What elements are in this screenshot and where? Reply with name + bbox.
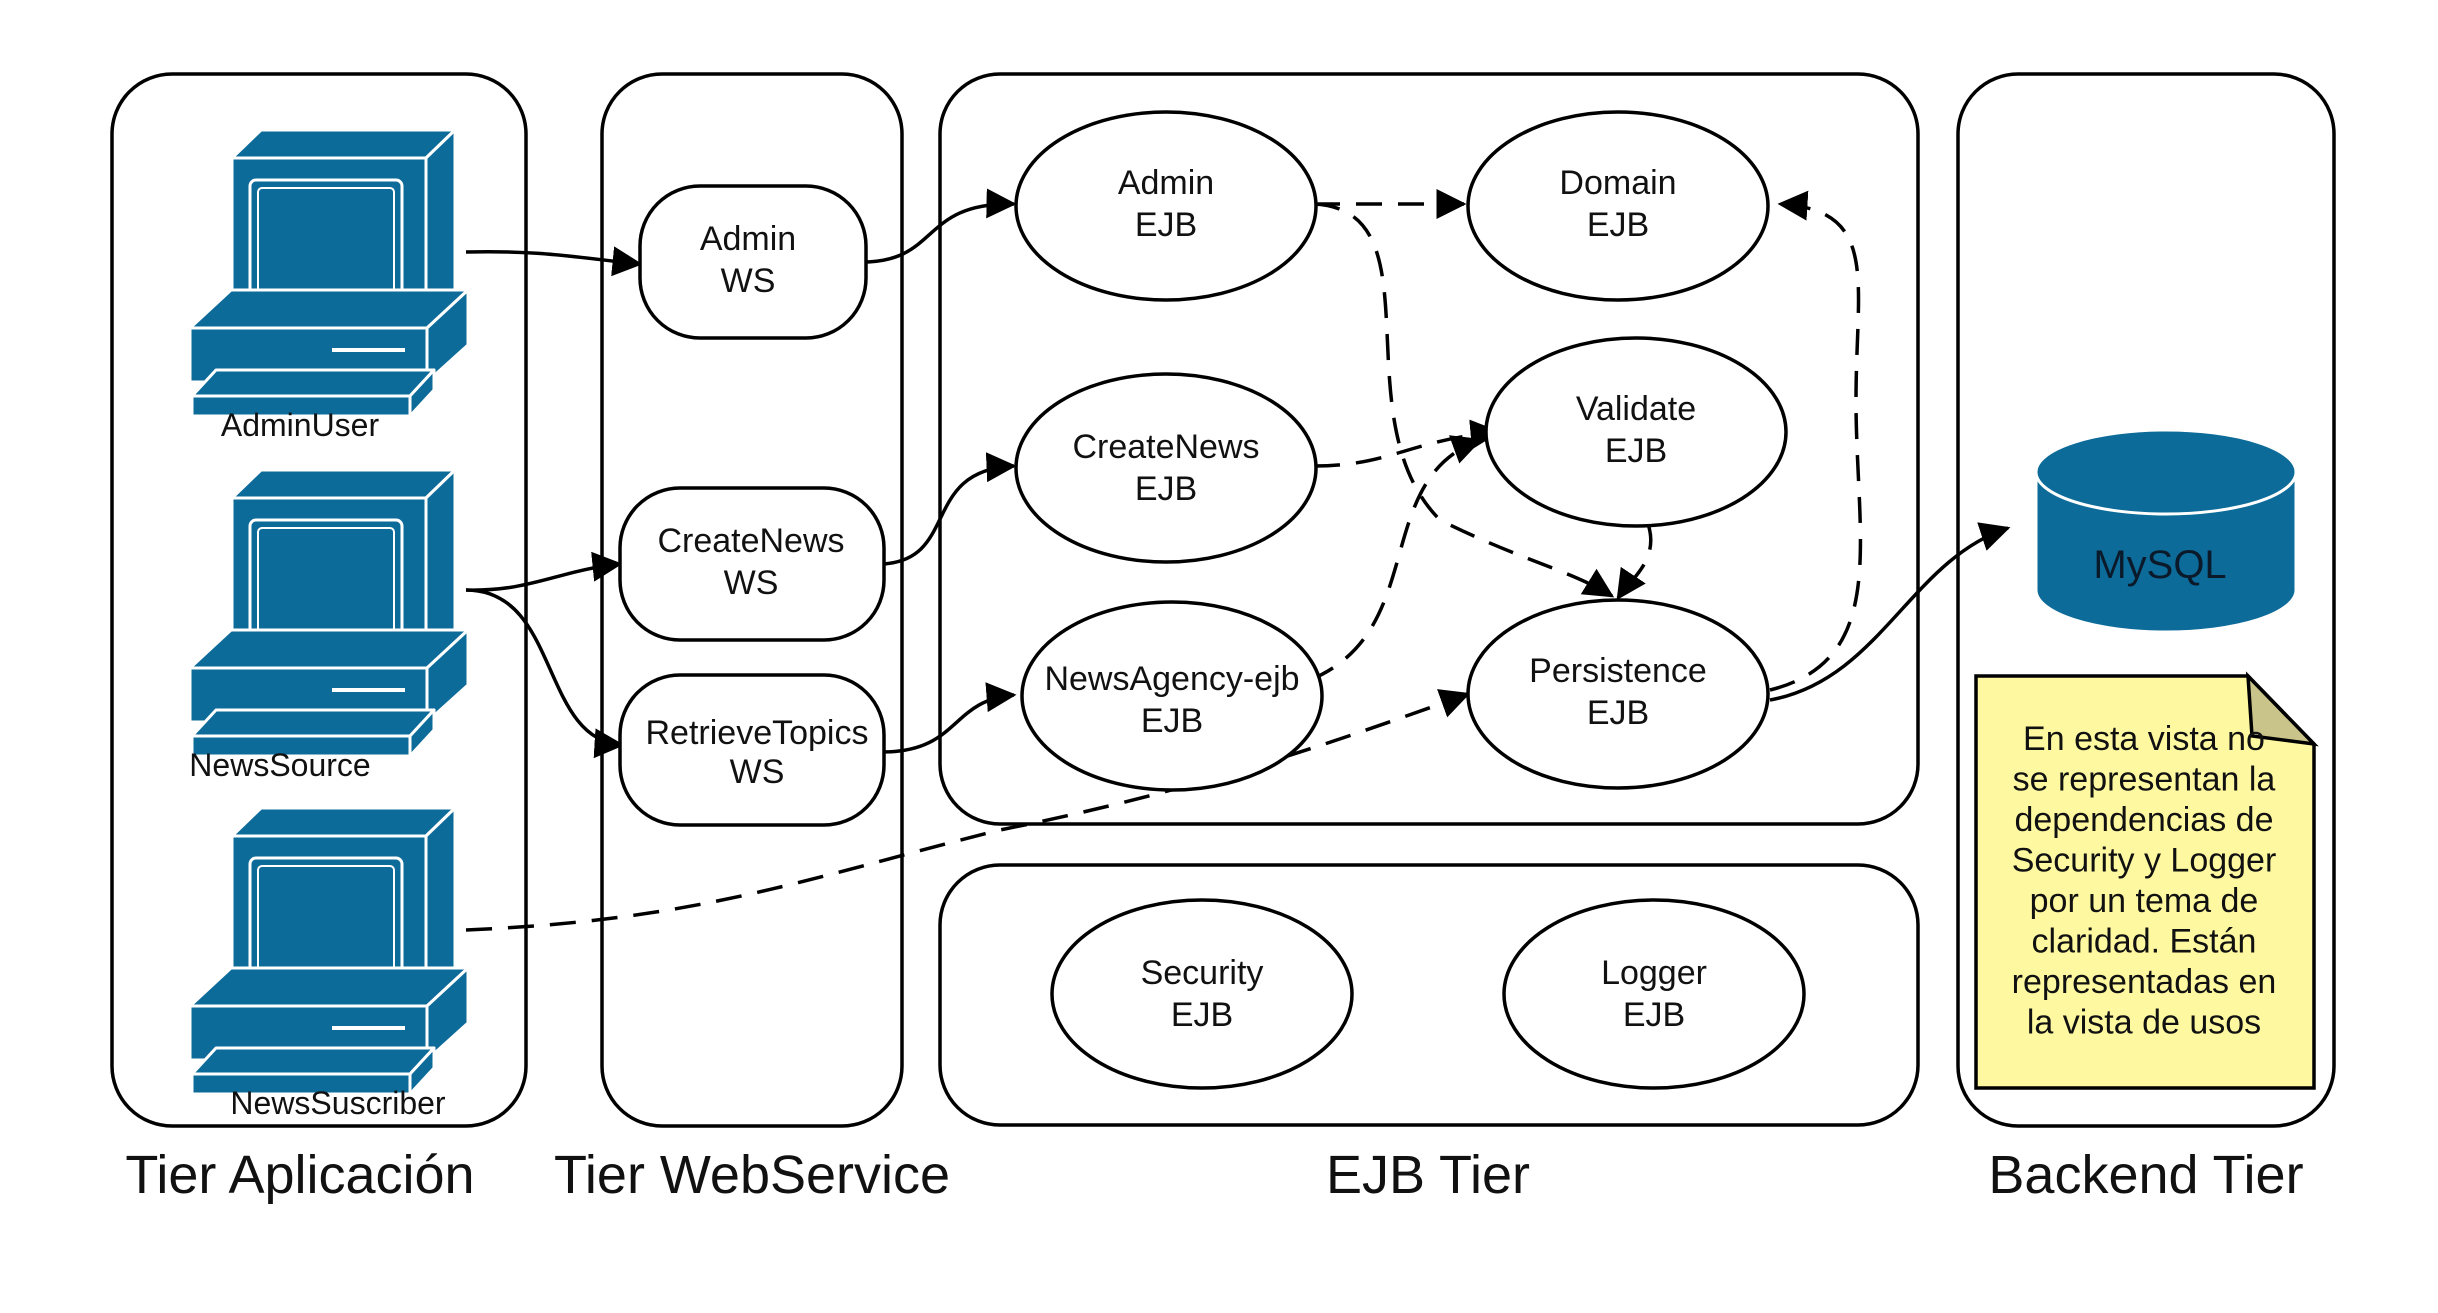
persistence-ejb: Persistence EJB (1466, 598, 1770, 790)
security-ejb: Security EJB (1050, 898, 1354, 1090)
client-news-suscriber-label: NewsSuscriber (230, 1085, 446, 1121)
tier-app-label: Tier Aplicación (125, 1145, 474, 1205)
client-admin-user: AdminUser (188, 128, 470, 443)
admin-ejb-sublabel: EJB (1135, 206, 1197, 244)
mysql-label: MySQL (2093, 543, 2226, 587)
link-validate-ejb-to-persistence-ejb (1616, 523, 1653, 601)
link-createnews-ejb-to-validate-ejb (1313, 419, 1501, 468)
note-line: la vista de usos (2027, 1004, 2261, 1042)
admin-ejb: Admin EJB (1014, 110, 1318, 302)
tier-ws-frame (600, 72, 904, 1128)
retrievetopics-ws-sublabel: WS (730, 753, 785, 791)
link-adminuser-to-admin-ws (465, 246, 643, 277)
createnews-ws-label: CreateNews (657, 522, 844, 560)
desktop-computer-icon (188, 468, 470, 758)
client-admin-user-label: AdminUser (221, 407, 380, 443)
createnews-ejb: CreateNews EJB (1014, 372, 1318, 564)
admin-ejb-label: Admin (1118, 164, 1214, 202)
createnews-ws: CreateNews WS (618, 486, 886, 642)
link-admin-ws-to-admin-ejb (861, 188, 1017, 264)
admin-ws-label: Admin (700, 220, 796, 258)
logger-ejb: Logger EJB (1502, 898, 1806, 1090)
domain-ejb: Domain EJB (1466, 110, 1770, 302)
link-newssource-to-retrievetopics-ws (465, 588, 625, 759)
createnews-ejb-label: CreateNews (1072, 428, 1259, 466)
validate-ejb: Validate EJB (1484, 336, 1788, 528)
note-line: claridad. Están (2032, 923, 2257, 961)
note-line: por un tema de (2030, 882, 2259, 920)
logger-ejb-label: Logger (1601, 954, 1707, 992)
admin-ws: Admin WS (638, 184, 868, 340)
logger-ejb-sublabel: EJB (1623, 996, 1685, 1034)
client-news-source: NewsSource (188, 468, 470, 783)
validate-ejb-label: Validate (1576, 390, 1696, 428)
tier-ejb-utility-frame (938, 863, 1920, 1127)
client-news-source-label: NewsSource (189, 747, 370, 783)
newsagency-ejb-sublabel: EJB (1141, 702, 1203, 740)
note-line: representadas en (2012, 963, 2277, 1001)
mysql-database: MySQL (2034, 428, 2298, 634)
admin-ws-sublabel: WS (721, 262, 776, 300)
tier-ejb-frame (938, 72, 1920, 826)
link-newssource-to-createnews-ws (465, 551, 623, 592)
tier-ejb-label: EJB Tier (1326, 1145, 1530, 1205)
link-persistence-to-mysql (1769, 522, 2011, 702)
desktop-computer-icon (188, 128, 470, 418)
newsagency-ejb: NewsAgency-ejb EJB (1020, 600, 1324, 792)
note-line: Security y Logger (2012, 842, 2277, 880)
createnews-ws-sublabel: WS (724, 564, 779, 602)
retrievetopics-ws-label: RetrieveTopics (646, 714, 869, 752)
tier-backend-frame (1956, 72, 2336, 1128)
link-admin-ejb-to-persistence-ejb (1313, 202, 1615, 598)
note-line: se representan la (2013, 761, 2276, 799)
link-persistence-ejb-to-domain-ejb (1769, 190, 1863, 692)
tier-backend-label: Backend Tier (1988, 1145, 2303, 1205)
database-cylinder-icon (2034, 428, 2298, 634)
security-ejb-sublabel: EJB (1171, 996, 1233, 1034)
desktop-computer-icon (188, 806, 470, 1096)
persistence-ejb-sublabel: EJB (1587, 694, 1649, 732)
link-newsagency-ejb-to-validate-ejb (1309, 435, 1483, 682)
note-line: En esta vista no (2023, 720, 2265, 758)
retrievetopics-ws: RetrieveTopics WS (618, 673, 886, 827)
validate-ejb-sublabel: EJB (1605, 432, 1667, 470)
newsagency-ejb-label: NewsAgency-ejb (1044, 660, 1299, 698)
link-newssuscriber-to-persistence-ejb (465, 689, 1471, 932)
createnews-ejb-sublabel: EJB (1135, 470, 1197, 508)
tier-ws-label: Tier WebService (554, 1145, 950, 1205)
security-ejb-label: Security (1141, 954, 1264, 992)
note-line: dependencias de (2014, 801, 2273, 839)
persistence-ejb-label: Persistence (1529, 652, 1707, 690)
link-createnews-ws-to-createnews-ejb (881, 452, 1017, 566)
link-retrievetopics-ws-to-newsagency-ejb (881, 682, 1017, 754)
domain-ejb-sublabel: EJB (1587, 206, 1649, 244)
domain-ejb-label: Domain (1559, 164, 1676, 202)
tier-app-frame (110, 72, 528, 1128)
client-news-suscriber: NewsSuscriber (188, 806, 470, 1121)
